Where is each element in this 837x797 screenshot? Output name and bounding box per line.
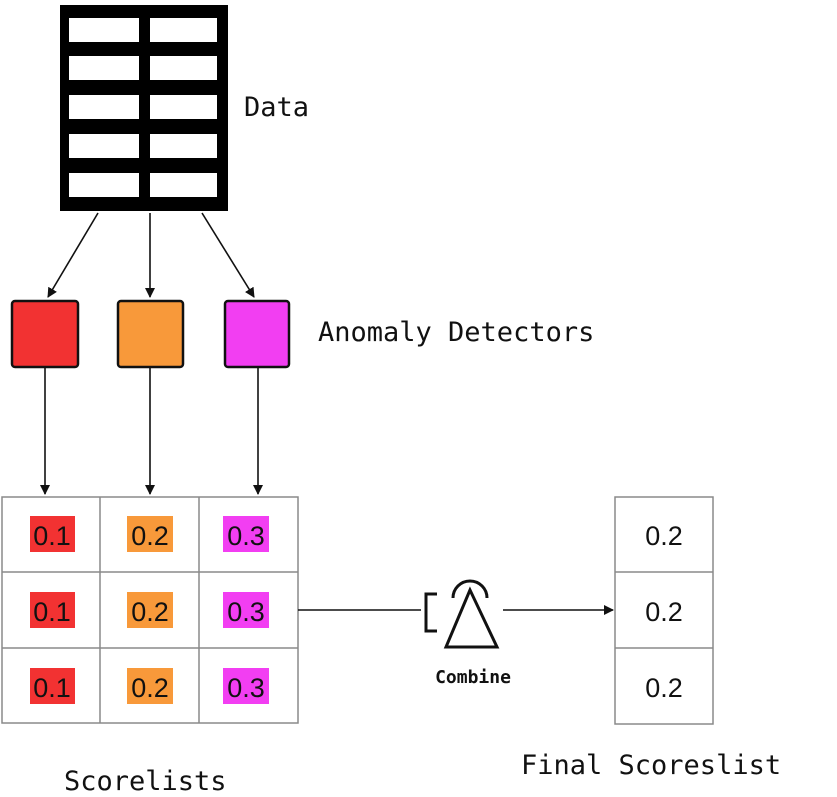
score-cell: 0.3 (227, 521, 265, 551)
score-cell: 0.2 (131, 673, 169, 703)
detector-red (10, 299, 80, 369)
detector-to-scorelist-arrows (40, 368, 263, 495)
score-cell: 0.3 (227, 673, 265, 703)
data-table-icon (60, 5, 228, 211)
final-score-cell: 0.2 (645, 521, 683, 551)
scorelists-label: Scorelists (64, 766, 227, 797)
score-cell: 0.3 (227, 597, 265, 627)
final-score-cell: 0.2 (645, 673, 683, 703)
score-cell: 0.1 (33, 673, 71, 703)
scorelists-grid: 0.1 0.2 0.3 0.1 0.2 0.3 0.1 0.2 0.3 (1, 496, 299, 724)
score-cell: 0.2 (131, 597, 169, 627)
detector-magenta (223, 299, 291, 369)
final-scoreslist: 0.2 0.2 0.2 (614, 496, 714, 725)
data-label: Data (244, 92, 309, 123)
anomaly-detectors (10, 299, 291, 369)
anomaly-detectors-label: Anomaly Detectors (318, 317, 594, 348)
score-cell: 0.1 (33, 597, 71, 627)
detector-orange (116, 299, 185, 369)
score-cell: 0.1 (33, 521, 71, 551)
score-cell: 0.2 (131, 521, 169, 551)
final-score-cell: 0.2 (645, 597, 683, 627)
data-to-detector-arrows (47, 212, 255, 298)
combine-label: Combine (435, 667, 511, 688)
final-scoreslist-label: Final Scoreslist (521, 750, 781, 781)
combine-icon (424, 579, 500, 649)
